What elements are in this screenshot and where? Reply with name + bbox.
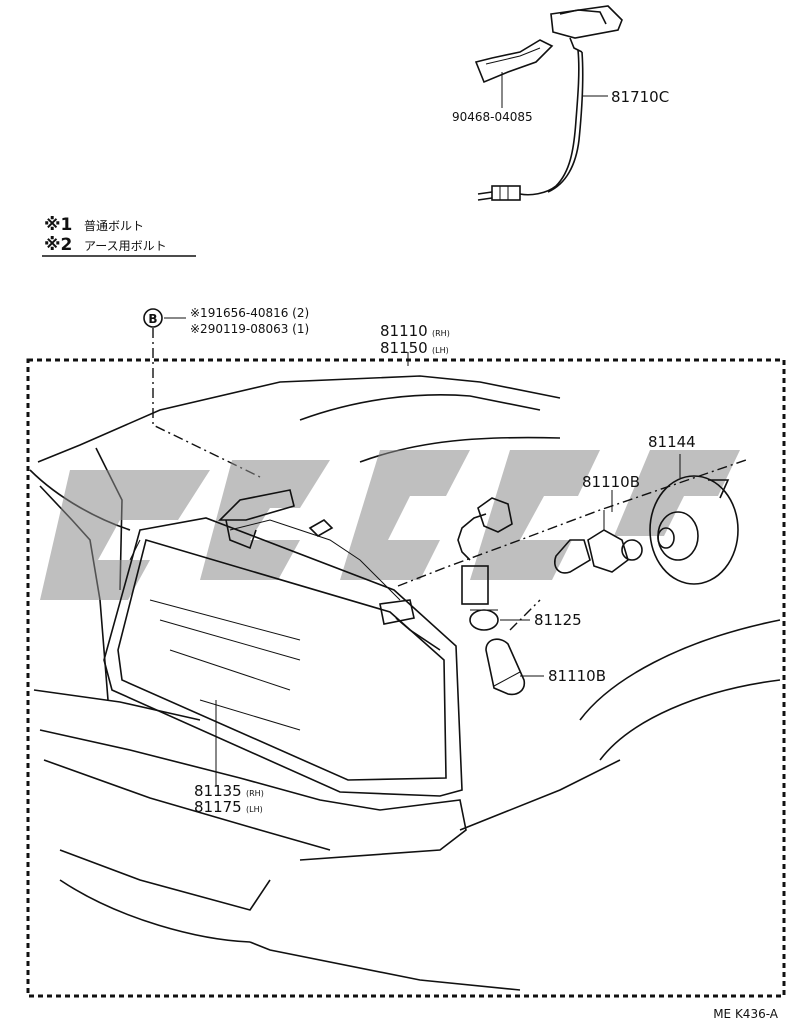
watermark-logo xyxy=(40,450,740,600)
label-81125: 81125 xyxy=(534,611,582,629)
legend-mark-2: ※2 xyxy=(44,235,72,255)
vehicle-body-outline xyxy=(29,375,781,991)
headlamp-unit xyxy=(103,489,463,797)
legend-text-1: 普通ボルト xyxy=(84,219,144,233)
label-81150: 81150 xyxy=(380,339,428,357)
legend-mark-1: ※1 xyxy=(44,215,72,235)
bolt-symbol-letter: B xyxy=(148,312,157,326)
label-81110b-top: 81110B xyxy=(582,473,640,491)
bolt-callout: B ※191656-40816 (2) ※290119-08063 (1) xyxy=(143,306,309,479)
legend: ※1 普通ボルト ※2 アース用ボルト xyxy=(42,215,196,257)
label-90468-04085: 90468-04085 xyxy=(452,110,533,124)
bulb-81110b-small xyxy=(485,638,526,696)
label-81710c: 81710C xyxy=(611,88,669,106)
bolt-part-line-2: ※290119-08063 (1) xyxy=(190,322,309,336)
bulb-81110b-halogen xyxy=(554,510,643,574)
dust-cover-81144 xyxy=(649,454,739,585)
label-81150-suffix: (LH) xyxy=(432,346,449,355)
label-81144: 81144 xyxy=(648,433,696,451)
label-81110: 81110 xyxy=(380,322,428,340)
diagram-code: ME K436-A xyxy=(713,1007,779,1021)
label-81110-suffix: (RH) xyxy=(432,329,450,338)
side-marker-lamp-assembly xyxy=(474,5,623,201)
label-81135: 81135 xyxy=(194,782,242,800)
label-81175: 81175 xyxy=(194,798,242,816)
bolt-symbol-circle xyxy=(143,308,163,328)
socket-81125 xyxy=(457,497,513,631)
legend-text-2: アース用ボルト xyxy=(84,239,167,253)
bolt-part-line-1: ※191656-40816 (2) xyxy=(190,306,309,320)
label-81135-suffix: (RH) xyxy=(246,789,264,798)
label-81110b-bottom: 81110B xyxy=(548,667,606,685)
label-81175-suffix: (LH) xyxy=(246,805,263,814)
assembly-frame xyxy=(26,358,786,998)
